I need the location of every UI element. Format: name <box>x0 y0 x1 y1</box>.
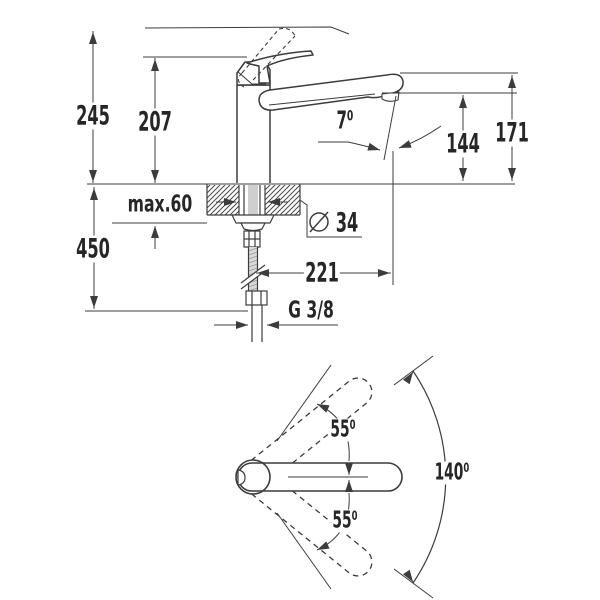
dim-overall-height: 245 <box>74 100 112 132</box>
diameter-icon <box>309 211 329 233</box>
dim-under-counter: 450 <box>74 233 112 265</box>
dimension-arrows <box>89 32 516 329</box>
dim-outlet-height: 144 <box>444 128 482 160</box>
dim-body-height: 207 <box>136 106 174 138</box>
dim-thread: G 3/8 <box>286 297 336 324</box>
dim-swivel-total: 140⁰ <box>433 459 471 486</box>
faucet-side-view <box>236 27 404 183</box>
connection-pipe <box>251 305 263 342</box>
dim-hole-diameter: 34 <box>335 207 359 239</box>
hex-nut <box>245 290 268 306</box>
dim-spout-height: 171 <box>493 117 531 149</box>
dimension-lines <box>85 26 518 312</box>
dim-counter-thickness: max.60 <box>126 191 194 218</box>
dim-spout-angle: 7⁰ <box>335 105 355 135</box>
aerator <box>381 91 400 102</box>
dim-swivel-lower: 55⁰ <box>331 507 359 534</box>
body-top-outline <box>235 459 271 495</box>
faucet-lever-raised-dashed <box>237 27 296 88</box>
hole-diameter-callout <box>299 199 362 238</box>
faucet-spout <box>258 73 404 111</box>
angle-7-arc <box>318 141 381 151</box>
dim-spout-reach: 221 <box>303 257 341 289</box>
supply-hose <box>240 247 268 342</box>
top-view-swivel <box>235 355 447 599</box>
faucet-lever <box>246 50 314 84</box>
water-stream-line <box>383 95 397 161</box>
dim-swivel-upper: 55⁰ <box>329 416 357 443</box>
fixing-set <box>231 214 275 248</box>
cartridge-mark <box>237 469 246 486</box>
mounting-shank <box>238 185 266 215</box>
